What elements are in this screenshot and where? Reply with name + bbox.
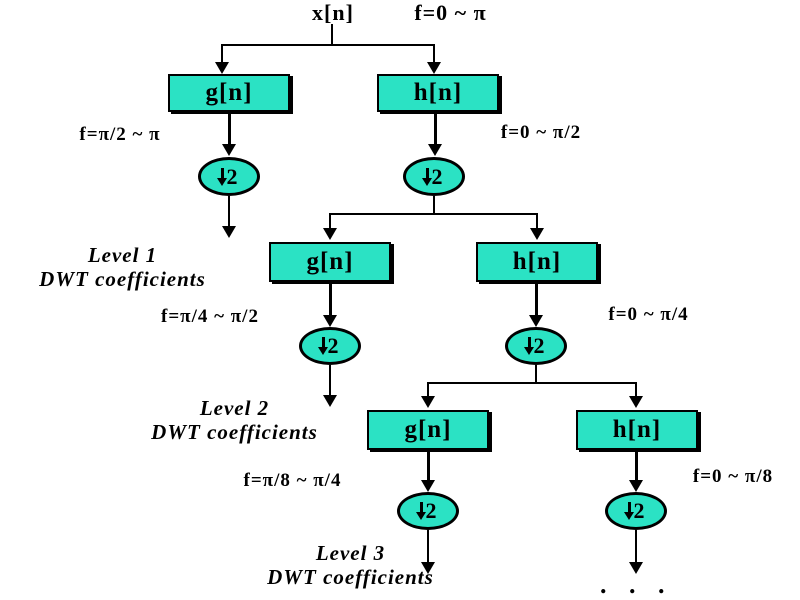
arrowhead-into-h1 xyxy=(427,62,441,74)
downsample-arrow-icon xyxy=(421,167,432,186)
connector-root-stem xyxy=(331,24,333,45)
filter-label: h[n] xyxy=(512,248,562,275)
downsampler-g3: 2 xyxy=(397,492,459,530)
level-subtitle: DWT coefficients xyxy=(267,565,434,590)
downsample-arrow-icon xyxy=(317,337,328,355)
downsampler-h1: 2 xyxy=(403,157,465,196)
highpass-filter-box-level3: g[n] xyxy=(367,410,489,450)
connector-split1-right xyxy=(433,44,435,63)
highpass-filter-box-level1: g[n] xyxy=(168,74,290,112)
input-signal-label: x[n] xyxy=(312,0,354,25)
connector-h2-stem xyxy=(535,365,537,384)
connector-split3-right xyxy=(635,382,637,396)
downsample-factor: 2 xyxy=(425,498,437,523)
arrowhead-h3-continuation xyxy=(629,562,643,574)
downsample-arrow-icon xyxy=(415,502,426,520)
connector-h1-stem xyxy=(433,196,435,215)
connector-split2-left xyxy=(329,213,331,228)
arrowhead-into-g2 xyxy=(323,228,337,240)
filter-label: h[n] xyxy=(413,79,463,106)
connector-split-2 xyxy=(329,213,538,215)
filter-label: g[n] xyxy=(404,416,452,443)
downsample-factor: 2 xyxy=(533,333,545,358)
arrowhead-level1-output xyxy=(222,226,236,238)
level3-output-label: Level 3 DWT coefficients xyxy=(228,541,473,589)
downsample-arrow-icon xyxy=(216,167,227,186)
connector-level1-output xyxy=(228,196,230,227)
band-label-g1: f=π/2 ~ π xyxy=(79,124,161,145)
connector-h2-downsampler xyxy=(535,282,538,316)
filter-label: g[n] xyxy=(306,248,354,275)
arrowhead-into-g3 xyxy=(421,396,435,408)
connector-h3-continuation xyxy=(635,530,637,563)
downsampler-g2: 2 xyxy=(299,327,361,365)
band-label-h1: f=0 ~ π/2 xyxy=(500,122,582,143)
arrowhead-g3-downsampler xyxy=(421,480,435,492)
downsample-factor: 2 xyxy=(431,163,443,189)
arrowhead-into-h2 xyxy=(530,228,544,240)
connector-g3-downsampler xyxy=(427,450,430,481)
connector-level2-output xyxy=(329,365,331,396)
lowpass-filter-box-level3: h[n] xyxy=(576,410,698,450)
connector-split2-right xyxy=(536,213,538,228)
downsample-arrow-icon xyxy=(523,337,534,355)
band-label-g3: f=π/8 ~ π/4 xyxy=(243,470,342,491)
connector-split-1 xyxy=(221,44,435,46)
connector-h3-downsampler xyxy=(635,450,638,481)
arrowhead-level2-output xyxy=(323,395,337,407)
band-label-h2: f=0 ~ π/4 xyxy=(608,304,689,325)
filter-label: h[n] xyxy=(612,416,662,443)
root-frequency-label: f=0 ~ π xyxy=(414,0,487,25)
level-subtitle: DWT coefficients xyxy=(39,267,206,292)
connector-split3-left xyxy=(427,382,429,396)
arrowhead-h1-downsampler xyxy=(428,144,442,156)
downsampler-g1: 2 xyxy=(198,157,260,196)
downsampler-h3: 2 xyxy=(605,492,667,530)
lowpass-filter-box-level1: h[n] xyxy=(377,74,499,112)
band-label-h3: f=0 ~ π/8 xyxy=(692,466,774,487)
connector-g2-downsampler xyxy=(329,282,332,316)
level-subtitle: DWT coefficients xyxy=(151,420,318,445)
level2-output-label: Level 2 DWT coefficients xyxy=(112,396,357,444)
connector-level3-output xyxy=(427,530,429,563)
arrowhead-level3-output xyxy=(421,562,435,574)
downsample-factor: 2 xyxy=(226,163,238,189)
connector-split1-left xyxy=(221,44,223,63)
arrowhead-g1-downsampler xyxy=(222,144,236,156)
arrowhead-g2-downsampler xyxy=(323,315,337,327)
band-label-g2: f=π/4 ~ π/2 xyxy=(161,306,259,327)
downsampler-h2: 2 xyxy=(505,327,567,365)
level-title: Level 2 xyxy=(199,396,270,420)
arrowhead-h2-downsampler xyxy=(529,315,543,327)
continuation-ellipsis: . . . xyxy=(600,570,673,599)
connector-g1-downsampler xyxy=(228,112,231,145)
downsample-factor: 2 xyxy=(327,333,339,358)
arrowhead-into-h3 xyxy=(629,396,643,408)
lowpass-filter-box-level2: h[n] xyxy=(476,242,598,282)
arrowhead-h3-downsampler xyxy=(629,480,643,492)
level-title: Level 1 xyxy=(87,243,158,267)
filter-label: g[n] xyxy=(205,79,253,106)
connector-h1-downsampler xyxy=(434,112,437,145)
arrowhead-into-g1 xyxy=(215,62,229,74)
connector-split-3 xyxy=(427,382,637,384)
downsample-arrow-icon xyxy=(623,502,634,520)
downsample-factor: 2 xyxy=(633,498,645,523)
level-title: Level 3 xyxy=(315,541,386,565)
highpass-filter-box-level2: g[n] xyxy=(269,242,391,282)
level1-output-label: Level 1 DWT coefficients xyxy=(0,243,245,291)
